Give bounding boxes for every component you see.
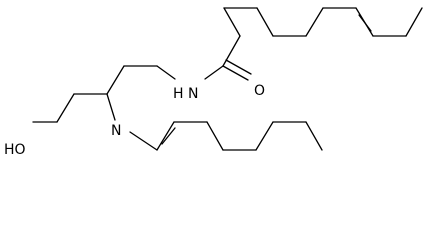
amide-nh-label: H N (173, 86, 198, 102)
hydroxyethyl-bond (56, 93, 75, 123)
bond-lines (32, 7, 423, 151)
octenoyl-chain-bond (405, 7, 423, 37)
octenoyl-double-bond-inner (358, 14, 372, 32)
hydroxyl-label: HO (4, 142, 26, 156)
octenyl-chain-bond (255, 121, 274, 151)
octenyl-double-bond-inner (161, 127, 176, 145)
octenyl-double-bond (156, 121, 175, 151)
octenoyl-chain-bond (305, 7, 324, 37)
octenyl-chain-bond (129, 131, 158, 151)
atom-labels: H N O N HO (4, 83, 265, 156)
carbonyl-double-bond (222, 65, 249, 81)
octenoyl-chain-bond (223, 7, 241, 37)
structure-diagram: H N O N HO (4, 7, 423, 156)
ethylene-bond (156, 65, 176, 80)
octenyl-chain-bond (206, 121, 224, 151)
octenoyl-chain-bond (222, 35, 241, 67)
amine-nitrogen-label: N (111, 123, 121, 139)
ethylene-bond (106, 65, 125, 95)
octenoyl-chain-bond (256, 7, 274, 37)
carbonyl-oxygen-label: O (254, 83, 265, 99)
octenyl-chain-bond (305, 121, 323, 151)
carbonyl-double-bond (225, 59, 252, 75)
amide-bond (204, 65, 224, 80)
hydroxyethyl-bond (106, 93, 116, 121)
